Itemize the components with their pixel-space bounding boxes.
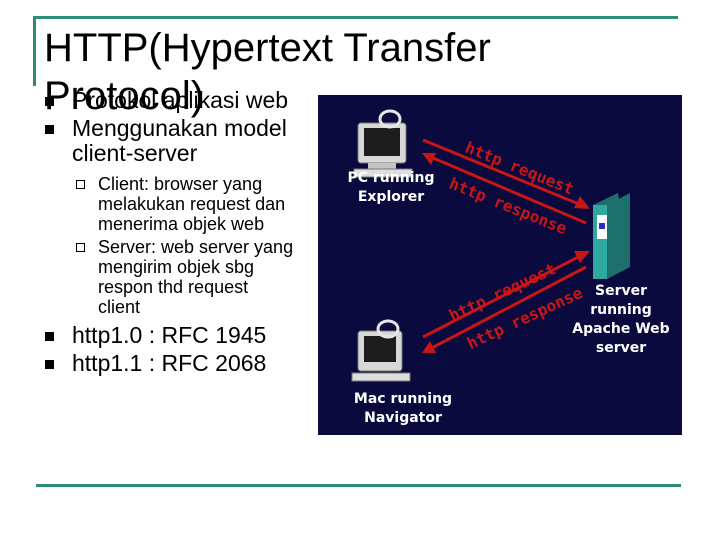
bullet-item: http1.1 : RFC 2068	[40, 351, 295, 376]
diagram-graphics	[351, 109, 630, 382]
mac-computer-icon	[351, 319, 411, 382]
sub-bullet-text: Client: browser yang melakukan request d…	[98, 174, 286, 234]
hollow-square-bullet-icon	[76, 243, 85, 252]
bullet-item: Menggunakan model client-server Client: …	[40, 116, 295, 317]
sub-bullet-list: Client: browser yang melakukan request d…	[72, 174, 295, 317]
frame-top-line	[33, 16, 678, 19]
bullet-item: http1.0 : RFC 1945	[40, 323, 295, 348]
bullet-text: Protokol aplikasi web	[72, 87, 289, 113]
sub-bullet-item: Server: web server yang mengirim objek s…	[72, 237, 295, 317]
bullet-item: Protokol aplikasi web	[40, 88, 295, 113]
server-label: Server running Apache Web server	[572, 283, 670, 356]
pc-computer-icon	[353, 109, 413, 178]
frame-bottom-line	[36, 484, 681, 487]
bullet-text: http1.1 : RFC 2068	[72, 350, 267, 376]
bullet-list: Protokol aplikasi web Menggunakan model …	[40, 88, 295, 379]
http-arrows	[422, 138, 590, 353]
pc-label: PC running Explorer	[347, 170, 435, 205]
sub-bullet-text: Server: web server yang mengirim objek s…	[98, 237, 294, 317]
frame-left-line	[33, 16, 36, 86]
mac-label: Mac running Navigator	[353, 391, 453, 426]
square-bullet-icon	[45, 360, 54, 369]
bullet-text: http1.0 : RFC 1945	[72, 322, 267, 348]
square-bullet-icon	[45, 332, 54, 341]
hollow-square-bullet-icon	[76, 180, 85, 189]
sub-bullet-item: Client: browser yang melakukan request d…	[72, 174, 295, 234]
http-diagram: PC running Explorer Mac running Navigato…	[318, 95, 682, 435]
square-bullet-icon	[45, 125, 54, 134]
square-bullet-icon	[45, 97, 54, 106]
bullet-text: Menggunakan model client-server	[72, 115, 287, 166]
slide-title: HTTP(Hypertext Transfer Protocol)	[44, 26, 491, 118]
server-tower-icon	[593, 193, 630, 279]
